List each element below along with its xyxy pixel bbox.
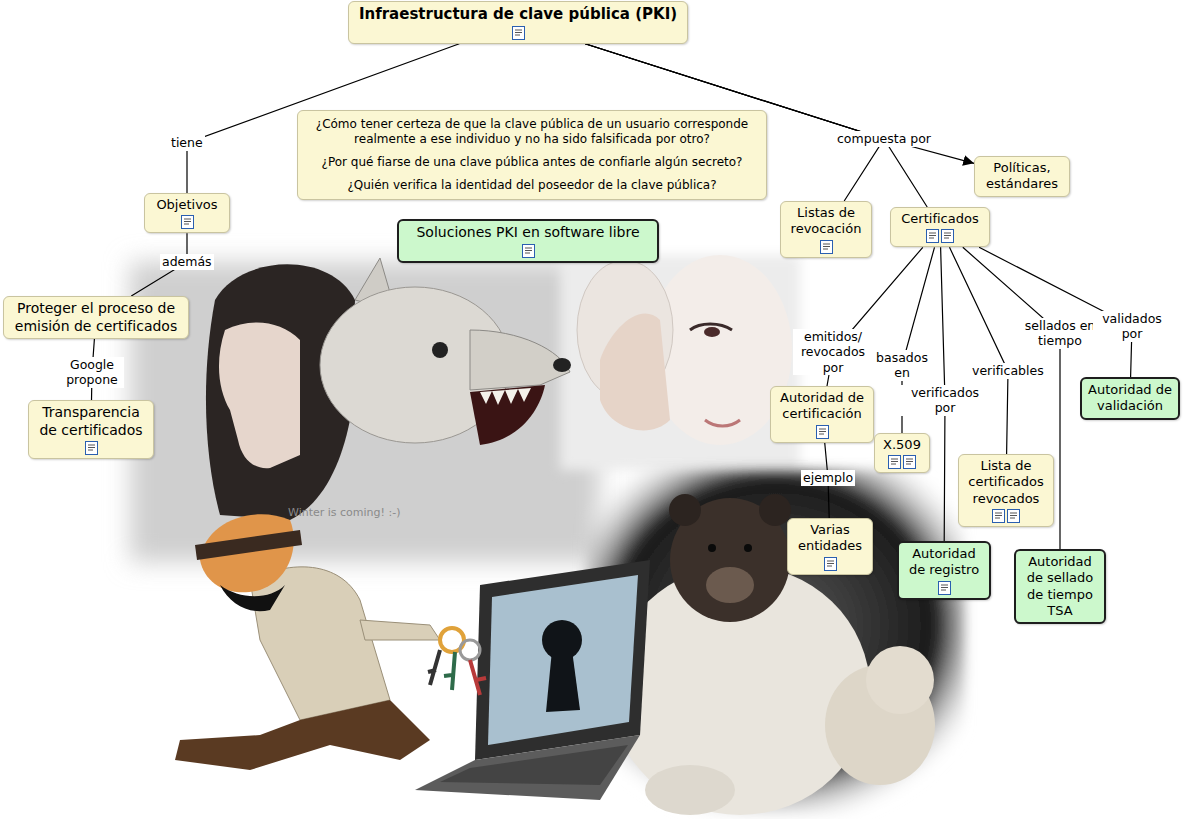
icon-row	[965, 509, 1047, 523]
node-text: Listas de revocación	[787, 205, 865, 238]
authority-box: Autoridad de validación	[1080, 377, 1180, 420]
doc-icon	[824, 557, 837, 571]
node-text: Soluciones PKI en software libre	[405, 224, 651, 242]
link-label: sellados en tiempo	[1017, 318, 1103, 349]
doc-icon	[1007, 509, 1020, 523]
concept-box: Lista de certificados revocados	[958, 454, 1054, 527]
link-label: verificables	[970, 363, 1046, 379]
link-label: ejemplo	[801, 470, 855, 486]
concept-box: Autoridad de certificación	[770, 386, 874, 443]
node-text: Políticas, estándares	[981, 160, 1063, 193]
watermark-text: Winter is coming! :-)	[288, 506, 400, 519]
link-label: emitidos/ revocados por	[793, 329, 873, 376]
doc-icon	[903, 455, 916, 469]
link-label: basados en	[871, 350, 933, 381]
node-text: X.509	[881, 437, 923, 453]
concept-box: Objetivos	[144, 193, 230, 233]
doc-icon	[938, 581, 951, 595]
link-label: verificados por	[899, 385, 991, 416]
node-text: ¿Cómo tener certeza de que la clave públ…	[305, 117, 759, 147]
node-text: Infraestructura de clave pública (PKI)	[355, 5, 681, 24]
doc-icon	[522, 244, 535, 258]
node-text: Proteger el proceso de emisión de certif…	[10, 300, 182, 335]
node-text: Autoridad de sellado de tiempo TSA	[1022, 554, 1098, 619]
icon-row	[151, 215, 223, 229]
authority-box: Soluciones PKI en software libre	[397, 219, 659, 263]
doc-icon	[992, 509, 1005, 523]
laptop-drawing	[415, 560, 650, 800]
icon-row	[905, 581, 983, 595]
doc-icon	[512, 26, 525, 40]
concept-box: Listas de revocación	[780, 201, 872, 258]
link-label: validados por	[1093, 311, 1171, 342]
wolf-mask-photo	[206, 258, 571, 520]
doc-icon	[820, 240, 833, 254]
concept-box: ¿Cómo tener certeza de que la clave públ…	[297, 110, 767, 200]
link-label: compuesta por	[835, 131, 933, 147]
photo-backdrop	[560, 255, 800, 470]
concept-box: Transparencia de certificados	[28, 400, 154, 459]
icon-row	[881, 455, 923, 469]
node-text: Objetivos	[151, 197, 223, 213]
doc-icon	[181, 215, 194, 229]
doc-icon	[888, 455, 901, 469]
link-label: Google propone	[60, 357, 124, 388]
node-text: Varias entidades	[794, 522, 866, 555]
doc-icon	[941, 229, 954, 243]
link-label: tiene	[169, 135, 205, 151]
doc-icon	[85, 441, 98, 455]
node-text: Autoridad de certificación	[777, 390, 867, 423]
node-text: Lista de certificados revocados	[965, 458, 1047, 507]
node-text: ¿Quién verifica la identidad del poseedo…	[305, 178, 759, 193]
icon-row	[787, 240, 865, 254]
node-text: Autoridad de validación	[1088, 382, 1172, 415]
icon-row	[35, 441, 147, 455]
authority-box: Autoridad de sellado de tiempo TSA	[1014, 549, 1106, 624]
mask-face-photo	[577, 255, 792, 445]
concept-box: Varias entidades	[787, 518, 873, 575]
connector	[950, 247, 1009, 454]
node-text: Certificados	[897, 211, 983, 227]
icon-row	[405, 244, 651, 258]
concept-box: Certificados	[890, 207, 990, 247]
photo-backdrop	[130, 262, 600, 562]
thief-drawing	[175, 514, 486, 770]
doc-icon	[926, 229, 939, 243]
node-text: Autoridad de registro	[905, 546, 983, 579]
authority-box: Autoridad de registro	[897, 541, 991, 600]
concept-box: X.509	[874, 433, 930, 473]
concept-box: Políticas, estándares	[974, 156, 1070, 197]
doc-icon	[816, 425, 829, 439]
node-text: Transparencia de certificados	[35, 404, 147, 439]
icon-row	[777, 425, 867, 439]
icon-row	[897, 229, 983, 243]
node-text: ¿Por qué fiarse de una clave pública ant…	[305, 155, 759, 170]
icon-row	[355, 26, 681, 40]
link-label: además	[160, 254, 214, 270]
concept-box: Proteger el proceso de emisión de certif…	[3, 296, 189, 339]
icon-row	[794, 557, 866, 571]
concept-box: Infraestructura de clave pública (PKI)	[348, 1, 688, 44]
